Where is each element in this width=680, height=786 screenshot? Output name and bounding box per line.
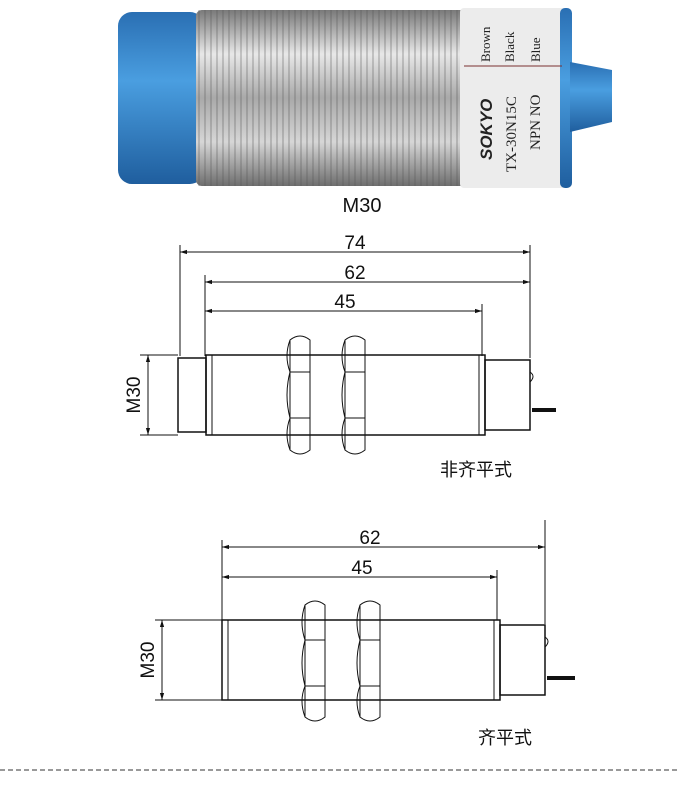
output-label: NPN NO xyxy=(528,94,544,150)
thread-label-flush: M30 xyxy=(138,642,159,679)
non-flush-drawing xyxy=(140,245,556,455)
photo-caption: M30 xyxy=(343,195,382,217)
non-flush-caption: 非齐平式 xyxy=(440,460,512,481)
wire-label-black: Black xyxy=(502,31,517,62)
dim-45-flush: 45 xyxy=(351,558,372,579)
wire-label-blue: Blue xyxy=(528,37,543,62)
flush-drawing xyxy=(155,520,575,722)
dim-62: 62 xyxy=(344,263,365,284)
wire-label-brown: Brown xyxy=(478,26,493,62)
flush-caption: 齐平式 xyxy=(478,728,532,749)
dim-62-flush: 62 xyxy=(359,528,380,549)
thread-label: M30 xyxy=(124,377,145,414)
brand-logo: SOKYO xyxy=(477,99,496,160)
model-label: TX-30N15C xyxy=(504,96,520,172)
sensor-photo: Brown Black Blue SOKYO TX-30N15C NPN NO xyxy=(118,8,612,188)
dim-74: 74 xyxy=(344,233,366,254)
dim-45: 45 xyxy=(334,292,355,313)
